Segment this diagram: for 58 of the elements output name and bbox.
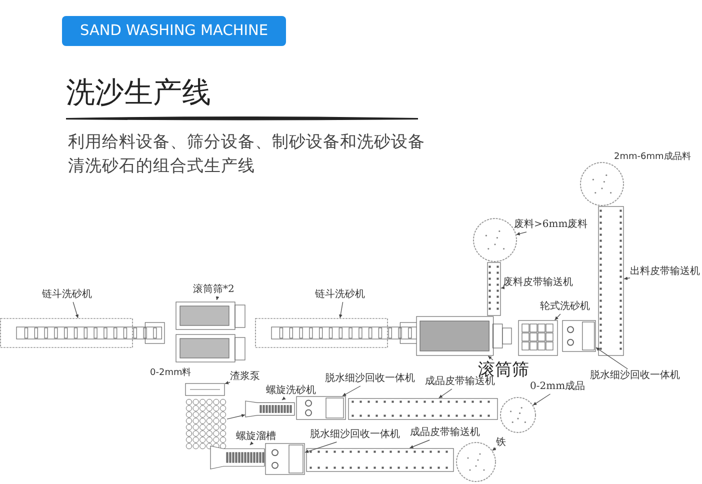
belt-conveyor-drawing [598,206,624,356]
dewatering-unit-drawing [296,396,346,420]
bucket-washer-drawing [0,318,165,348]
belt-conveyor-drawing [487,262,501,316]
spiral-washer-drawing [245,400,295,418]
slurry-pump-drawing [185,383,225,396]
spiral-washer-drawing [210,445,265,470]
annotation-text: 0-2mm料 [150,366,192,380]
leader-line [624,276,630,280]
part-label: 轮式洗砂机 [540,300,594,314]
part-label: 铁 [496,436,510,450]
leader-line [438,388,452,398]
part-label: 脱水细沙回收一体机 [325,372,421,386]
part-label: 成品皮带输送机 [425,375,499,389]
wheel-washer-drawing [518,320,558,356]
leader-line [596,347,628,370]
belt-conveyor-drawing [306,448,454,472]
part-label: 脱水细沙回收一体机 [590,369,686,383]
part-label: 螺旋溜槽 [236,430,280,444]
part-label: 滚筒筛*2 [193,283,245,297]
leader-line [554,314,561,320]
dewatering-unit-drawing [265,443,305,475]
dewatering-unit-drawing [562,320,596,352]
leader-line [304,442,338,453]
leader-line [532,394,551,406]
annotation-text: 2mm-6mm成品料 [614,150,692,164]
screen-grid-drawing [185,398,227,450]
leader-line [282,396,286,400]
part-label: 成品皮带输送机 [410,426,484,440]
leader-line [488,356,494,360]
part-label: 链斗洗砂机 [315,288,373,302]
part-label: 螺旋洗砂机 [266,384,322,398]
part-label: 脱水细沙回收一体机 [310,428,406,442]
part-label: 链斗洗砂机 [42,288,100,302]
leader-line [216,296,220,300]
heading: 洗沙生产线 [66,74,211,111]
material-pile-drawing [456,442,496,482]
leader-line [72,302,79,318]
belt-conveyor-drawing [348,398,498,420]
drum-screen-drawing [416,316,512,356]
leader-line [516,232,527,236]
part-label: 废料>6mm废料 [514,218,594,232]
leader-line [250,441,254,446]
leader-line [224,381,230,384]
leader-line [409,440,430,448]
part-label: 0-2mm成品 [530,380,592,394]
material-pile-drawing [580,162,624,206]
leader-line [342,386,361,396]
part-label: 出料皮带输送机 [630,265,702,279]
part-label: 渣浆泵 [230,370,266,384]
leader-line [500,286,505,290]
material-pile-drawing [500,397,536,433]
subtitle-text: 利用给料设备、筛分设备、制砂设备和洗砂设备清洗砂石的组合式生产线 [68,131,426,177]
flow-arrow [226,414,246,420]
leader-line [492,447,496,451]
part-label: 废料皮带输送机 [503,276,575,290]
leader-line [338,302,344,318]
title-badge: SAND WASHING MACHINE [62,16,286,46]
